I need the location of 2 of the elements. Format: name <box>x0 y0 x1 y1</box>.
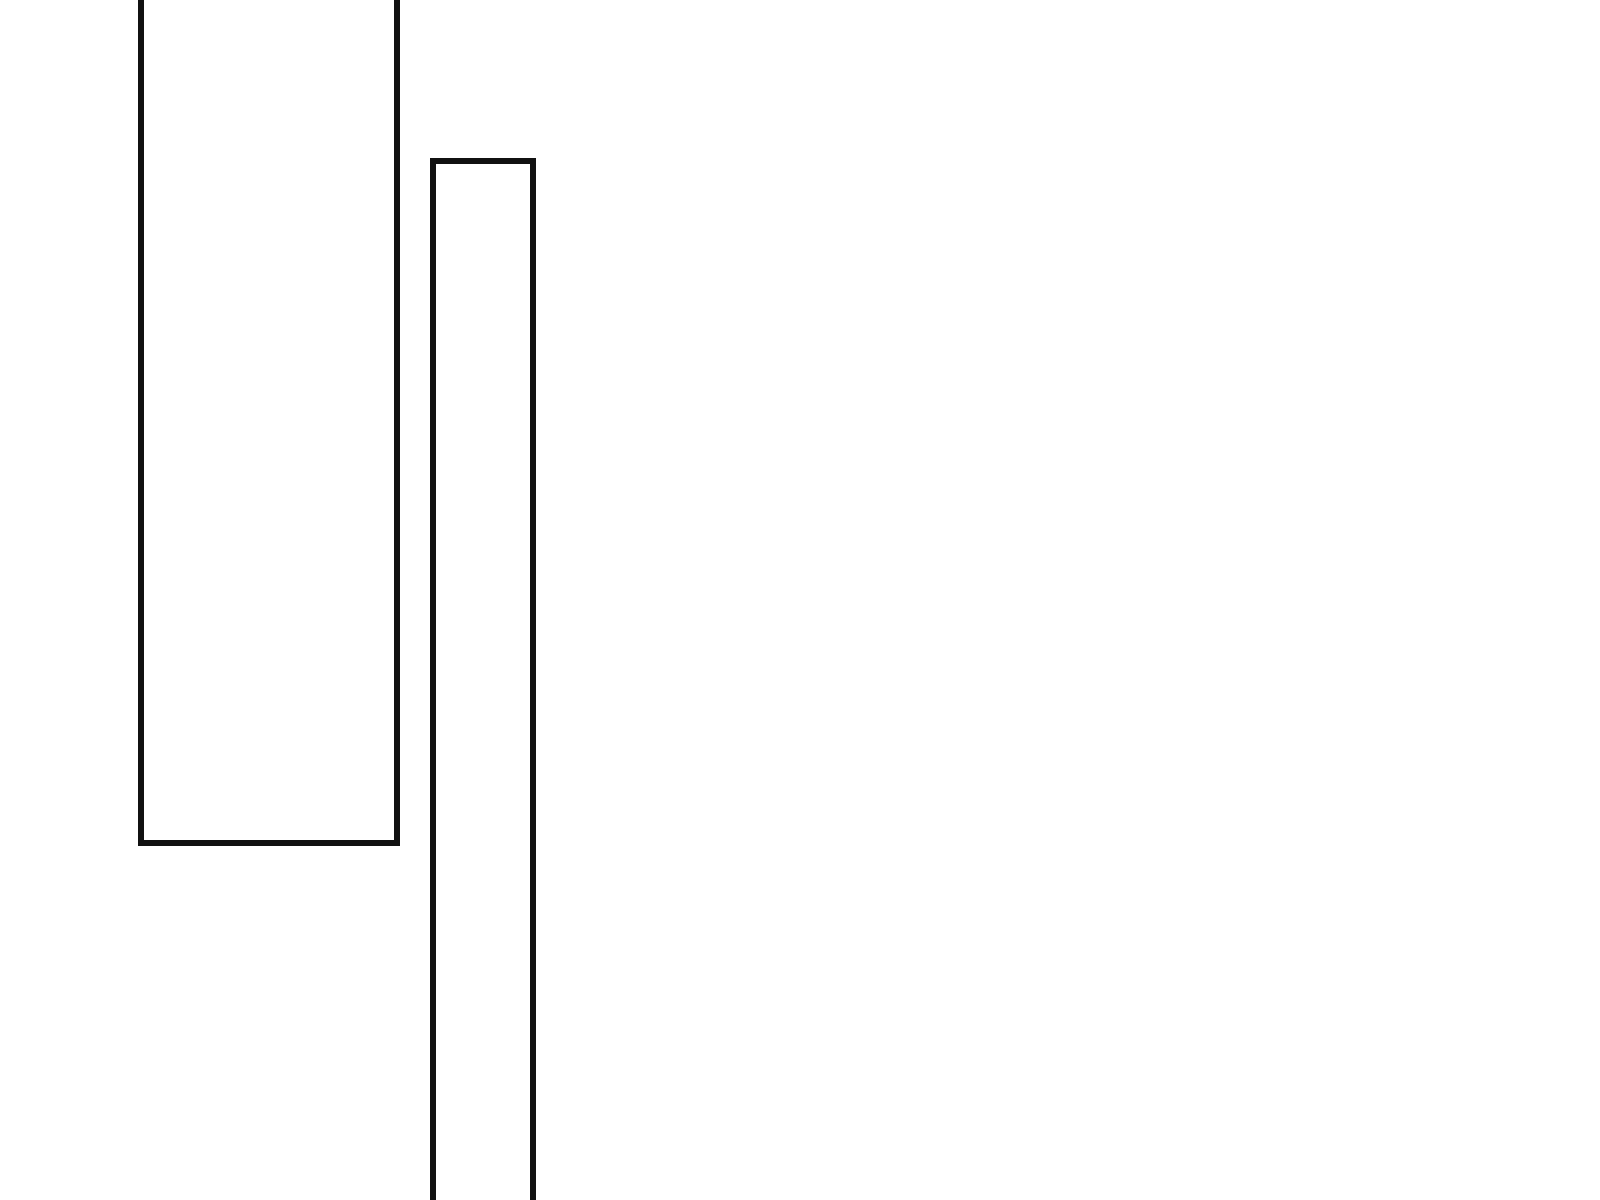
panel-frame <box>138 0 400 846</box>
panel-frame <box>430 158 536 1200</box>
